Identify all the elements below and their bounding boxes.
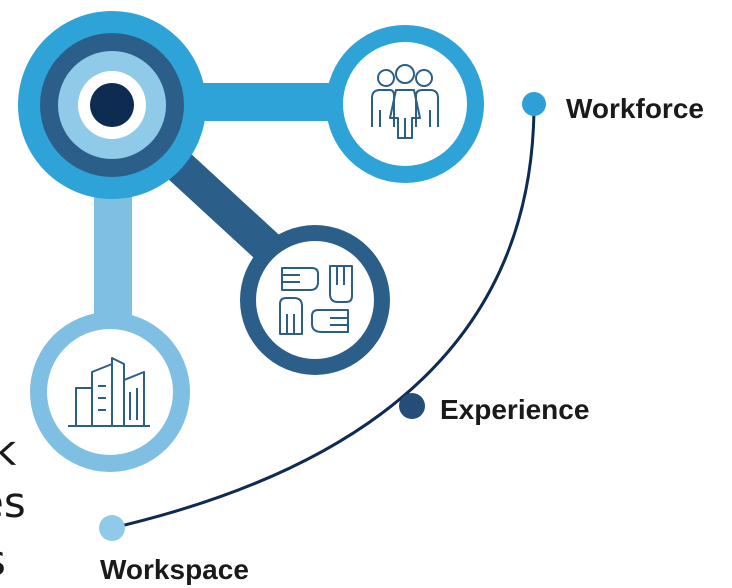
workforce-node [326, 25, 484, 183]
timeline-curve [111, 103, 536, 530]
cut-off-text-line-1: k [0, 426, 17, 475]
dot-workforce [522, 92, 546, 116]
workspace-node [30, 312, 190, 472]
office-buildings-icon [68, 357, 150, 427]
cut-off-text-line-2: es [0, 478, 26, 527]
experience-label: Experience [440, 394, 590, 425]
joined-hands-icon [279, 265, 353, 335]
dot-experience [399, 393, 425, 419]
hub-node [18, 11, 206, 199]
workforce-label: Workforce [566, 93, 704, 124]
people-group-icon [371, 64, 439, 139]
cut-off-text-line-3: s [0, 540, 6, 582]
experience-node [240, 225, 390, 375]
dot-workspace [99, 515, 125, 541]
workspace-label: Workspace [100, 554, 249, 585]
